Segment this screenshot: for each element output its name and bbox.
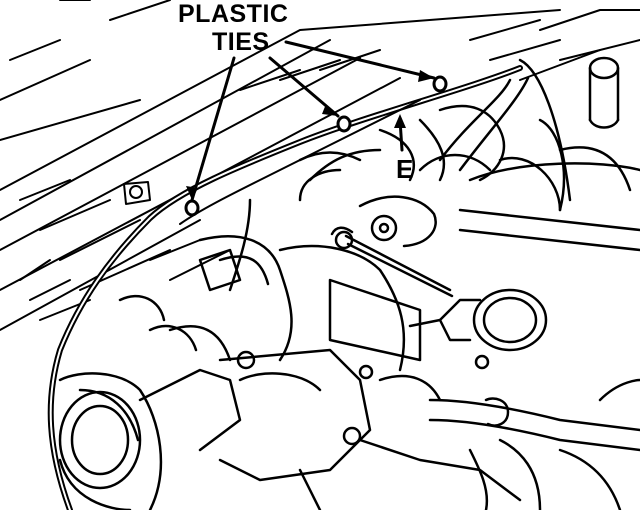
bracket bbox=[118, 248, 242, 352]
upper-hose bbox=[438, 58, 632, 212]
panel-bolt bbox=[123, 181, 151, 205]
plastic-tie-2 bbox=[336, 115, 352, 133]
label-ties: TIES bbox=[212, 28, 270, 56]
lower-hoses bbox=[428, 378, 640, 510]
plastic-tie-1 bbox=[184, 199, 200, 217]
filler-cap bbox=[588, 56, 620, 129]
valve-cover bbox=[298, 104, 506, 182]
leader-arrowheads bbox=[186, 70, 434, 200]
label-plastic: PLASTIC bbox=[178, 0, 289, 28]
air-intake bbox=[418, 153, 640, 252]
throttle-linkage bbox=[330, 195, 454, 298]
vacuum-canister bbox=[408, 288, 548, 370]
plastic-tie-3 bbox=[432, 75, 448, 93]
cable-e bbox=[47, 65, 523, 510]
label-e: E bbox=[396, 154, 414, 184]
engine-block bbox=[218, 348, 522, 510]
air-duct bbox=[58, 325, 242, 510]
intake-manifold bbox=[198, 148, 422, 372]
